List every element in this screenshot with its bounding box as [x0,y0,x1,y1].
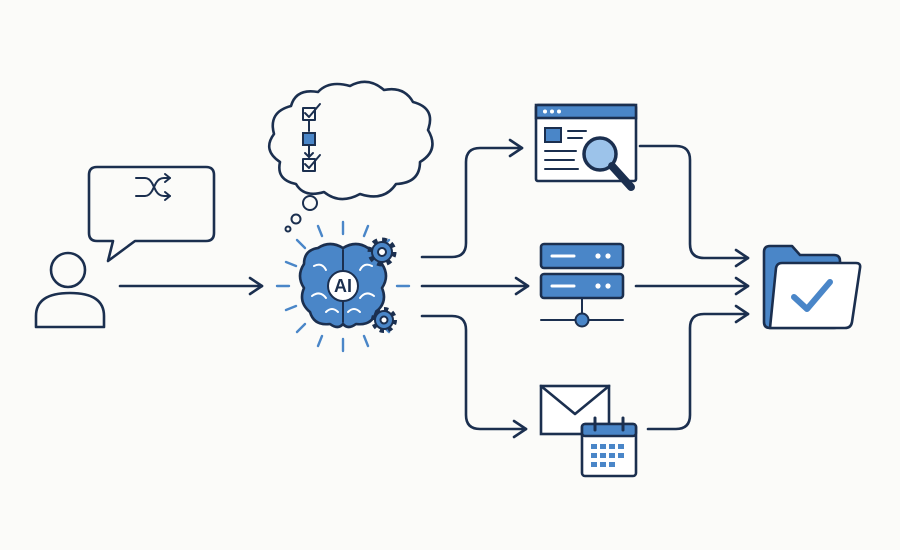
shuffle-icon [135,173,171,201]
task-list-icon [302,103,321,172]
speech-bubble-icon [87,165,216,263]
server-icon [539,242,625,328]
folder-check-icon [762,244,862,330]
arrow-server-to-folder [634,276,750,296]
gear-icon-small [371,307,397,333]
arrow-ai-to-web [420,138,524,259]
thought-cloud-icon [267,80,434,233]
arrow-user-to-ai [118,276,264,296]
calendar-icon [580,416,638,478]
user-icon [34,251,106,329]
gear-icon [367,237,397,267]
web-search-icon [534,103,638,191]
ai-brain-icon: AI [298,242,388,329]
arrow-mail-to-folder [646,304,750,431]
arrow-ai-to-server [420,276,530,296]
ai-label: AI [334,276,352,296]
arrow-web-to-folder [638,144,750,268]
arrow-ai-to-mail [420,314,528,439]
